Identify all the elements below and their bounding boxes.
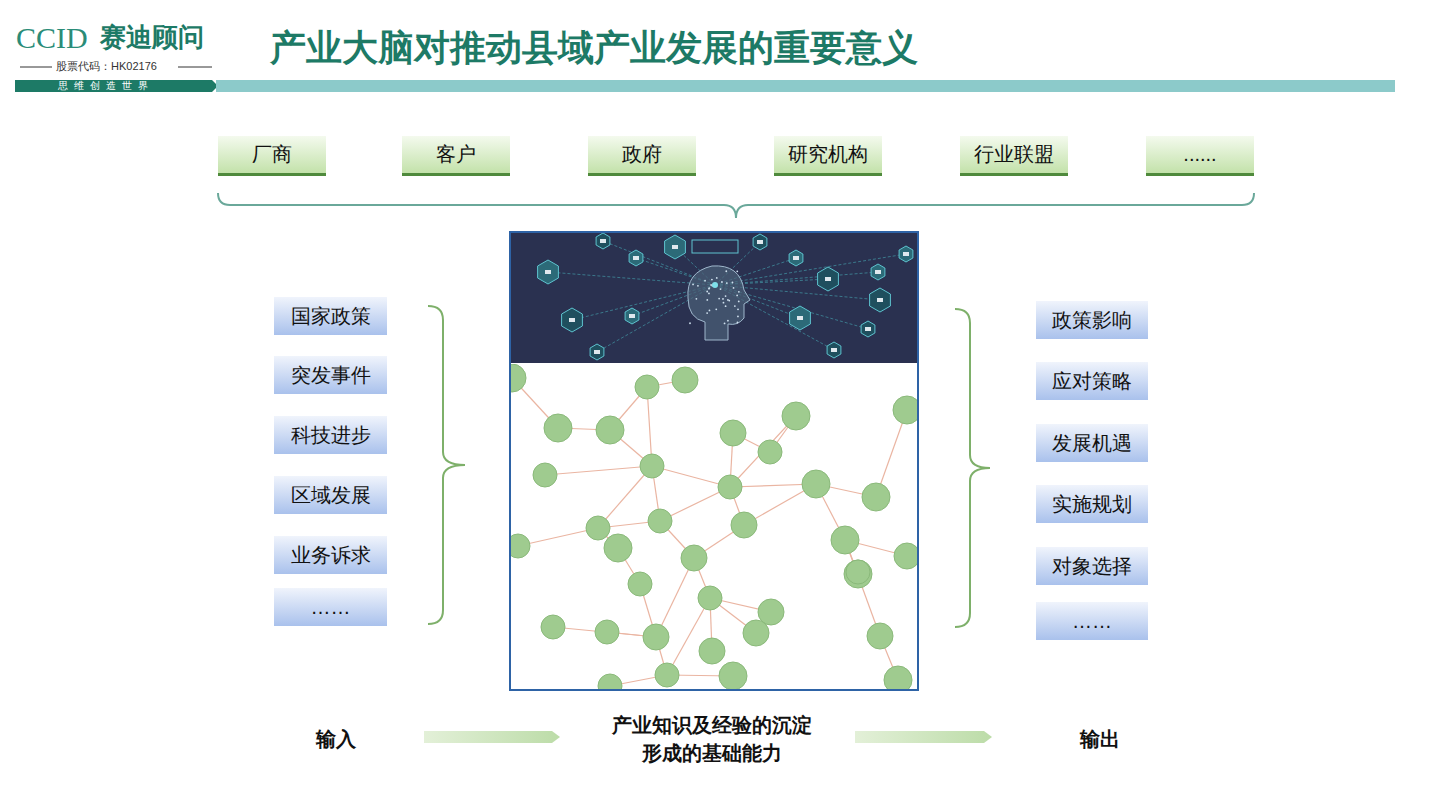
actor-box: 政府: [588, 136, 696, 176]
input-box: 区域发展: [274, 476, 387, 514]
box-label: 对象选择: [1052, 553, 1132, 580]
box-label: ……: [1072, 610, 1112, 633]
flow-arrow: [424, 731, 560, 743]
box-label: ……: [311, 596, 351, 619]
flow-arrow: [855, 731, 992, 743]
box-label: ......: [1183, 143, 1216, 166]
output-box: 发展机遇: [1036, 424, 1148, 462]
output-box: 对象选择: [1036, 547, 1148, 585]
actor-box: 研究机构: [774, 136, 882, 176]
logo-name: 赛迪顾问: [100, 22, 204, 53]
box-label: 研究机构: [788, 141, 868, 168]
box-label: 业务诉求: [291, 542, 371, 569]
output-box: 实施规划: [1036, 485, 1148, 523]
logo-rule: [178, 67, 212, 68]
flow-label: 输出: [1080, 727, 1120, 751]
logo-mark: CCID: [16, 20, 88, 56]
brace: [955, 309, 990, 627]
input-box: 业务诉求: [274, 536, 387, 574]
box-label: 区域发展: [291, 482, 371, 509]
flow-label: 产业知识及经验的沉淀 形成的基础能力: [604, 711, 820, 767]
box-label: 突发事件: [291, 362, 371, 389]
input-box: ……: [274, 588, 387, 626]
page-title: 产业大脑对推动县域产业发展的重要意义: [270, 24, 918, 73]
flow-label: 输入: [316, 727, 356, 751]
brace: [428, 306, 465, 624]
output-box: 政策影响: [1036, 301, 1148, 339]
box-label: 实施规划: [1052, 491, 1132, 518]
logo-rule: [20, 67, 52, 68]
box-label: 政策影响: [1052, 307, 1132, 334]
actor-box: 厂商: [218, 136, 326, 176]
ai-banner: [510, 232, 918, 363]
stock-code: 股票代码：HK02176: [56, 60, 157, 73]
brace: [218, 193, 1254, 218]
box-label: 国家政策: [291, 303, 371, 330]
output-box: ……: [1036, 602, 1148, 640]
ai-illustration: [538, 233, 913, 360]
box-label: 政府: [622, 141, 662, 168]
actor-box: ......: [1146, 136, 1254, 176]
input-box: 国家政策: [274, 297, 387, 335]
logo-band: [15, 80, 218, 92]
input-box: 突发事件: [274, 356, 387, 394]
actor-box: 客户: [402, 136, 510, 176]
actor-box: 行业联盟: [960, 136, 1068, 176]
box-label: 客户: [436, 141, 476, 168]
image-frame: [510, 232, 918, 690]
title-bar: [216, 80, 1395, 92]
box-label: 科技进步: [291, 422, 371, 449]
knowledge-graph: [511, 364, 917, 689]
logo-slogan: 思维创造世界: [58, 80, 154, 92]
output-box: 应对策略: [1036, 362, 1148, 400]
box-label: 发展机遇: [1052, 430, 1132, 457]
knowledge-graph-ground: [510, 363, 918, 690]
box-label: 行业联盟: [974, 141, 1054, 168]
box-label: 厂商: [252, 141, 292, 168]
box-label: 应对策略: [1052, 368, 1132, 395]
input-box: 科技进步: [274, 416, 387, 454]
